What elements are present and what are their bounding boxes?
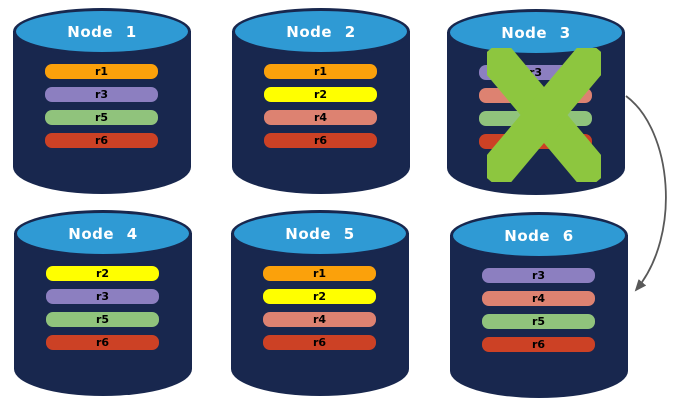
replica-bar: r2 [46,266,159,281]
node-4: Node 4 r2 r3 r5 r6 [14,210,192,396]
node-2: Node 2 r1 r2 r4 r6 [232,8,410,194]
replica-bar: r4 [263,312,376,327]
replica-bar: r1 [45,64,158,79]
replica-bar: r1 [263,266,376,281]
replica-bar: r5 [482,314,595,329]
replica-bar: r1 [264,64,377,79]
replica-bar: r4 [264,110,377,125]
replica-bar: r3 [482,268,595,283]
curved-arrow-icon [625,95,667,292]
node-title: Node 2 [286,22,356,41]
cylinder-top: Node 2 [232,8,410,55]
replica-bar: r6 [482,337,595,352]
node-title: Node 1 [67,22,137,41]
node-title: Node 3 [501,23,571,42]
replica-bar: r3 [45,87,158,102]
replica-bar: r2 [264,87,377,102]
cylinder-top: Node 4 [14,210,192,257]
replica-bar: r6 [263,335,376,350]
node-6: Node 6 r3 r4 r5 r6 [450,212,628,398]
replica-bar: r6 [45,133,158,148]
cylinder-top: Node 1 [13,8,191,55]
replica-list: r2 r3 r5 r6 [46,266,159,350]
failure-x-icon [487,48,601,182]
node-1: Node 1 r1 r3 r5 r6 [13,8,191,194]
replica-list: r1 r2 r4 r6 [264,64,377,148]
replica-list: r1 r2 r4 r6 [263,266,376,350]
replica-list: r3 r4 r5 r6 [482,268,595,352]
replica-bar: r6 [264,133,377,148]
node-title: Node 4 [68,224,138,243]
replica-bar: r4 [482,291,595,306]
node-title: Node 6 [504,226,574,245]
replica-bar: r5 [46,312,159,327]
node-5: Node 5 r1 r2 r4 r6 [231,210,409,396]
replica-bar: r5 [45,110,158,125]
replica-bar: r3 [46,289,159,304]
cylinder-top: Node 6 [450,212,628,259]
replica-list: r1 r3 r5 r6 [45,64,158,148]
replica-bar: r2 [263,289,376,304]
cylinder-top: Node 5 [231,210,409,257]
node-3: Node 3 r3 r4 r5 r6 [447,9,625,195]
node-title: Node 5 [285,224,355,243]
replica-bar: r6 [46,335,159,350]
